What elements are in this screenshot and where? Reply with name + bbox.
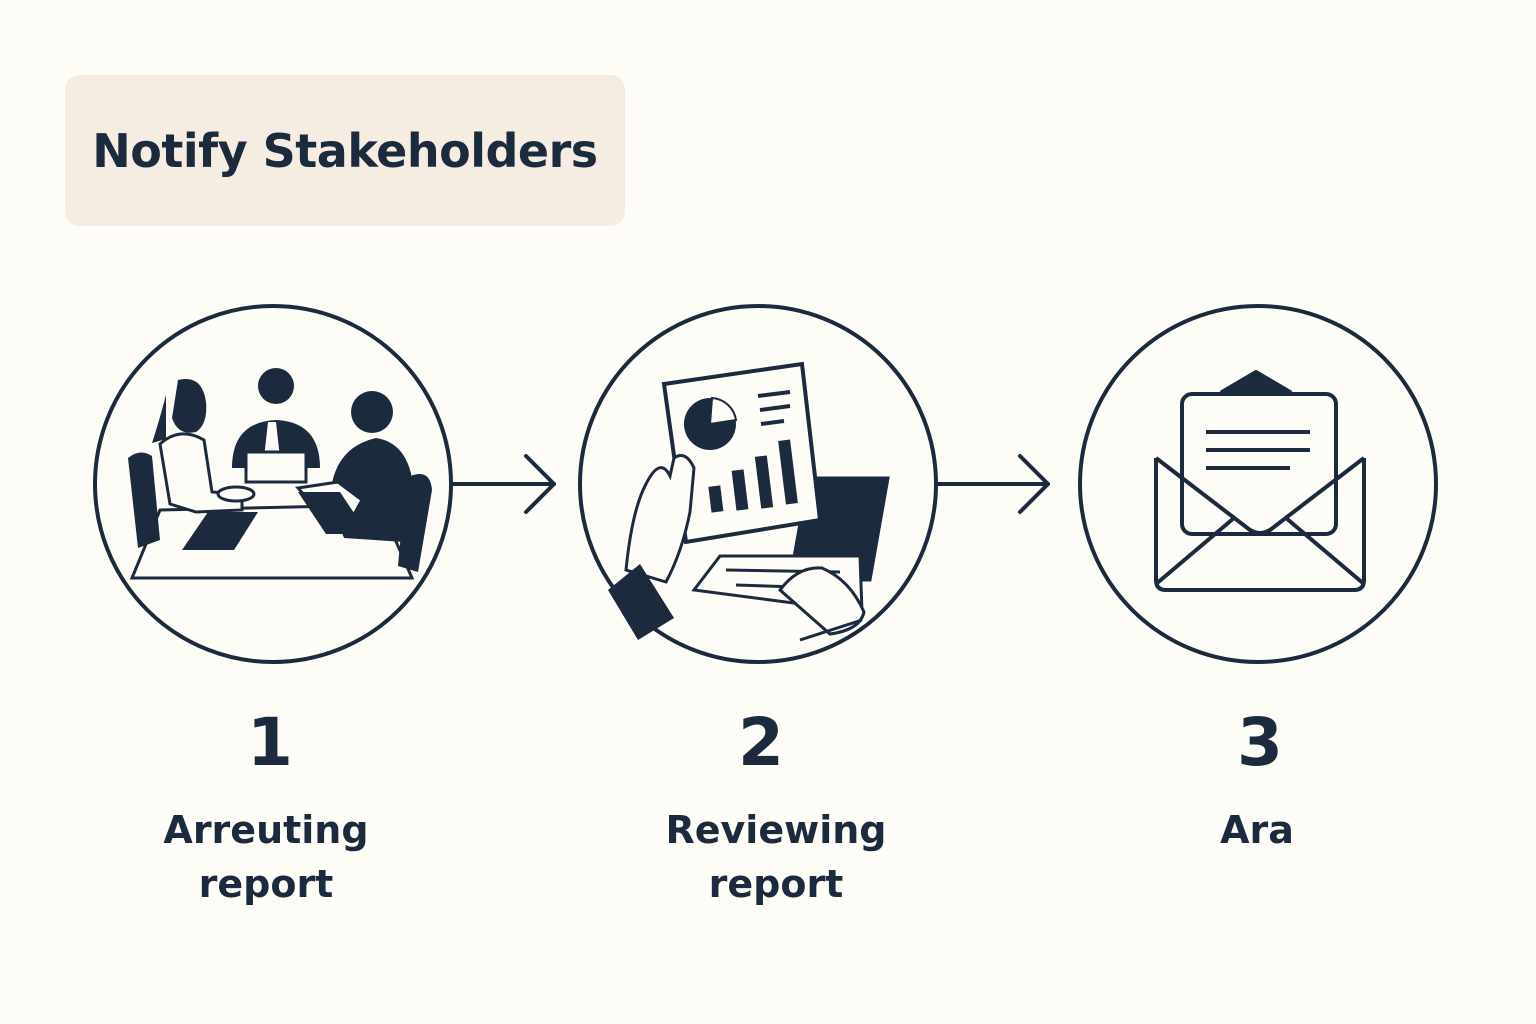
step-3-label: Ara xyxy=(1107,803,1407,857)
step-3-label-line-1: Ara xyxy=(1220,808,1294,852)
step-3-number: 3 xyxy=(1237,704,1283,781)
step-1-label: Arreuting report xyxy=(116,803,416,911)
step-2-number: 2 xyxy=(738,704,784,781)
title-banner: Notify Stakeholders xyxy=(65,75,625,226)
step-1-label-line-2: report xyxy=(198,862,334,906)
step-2-label-line-1: Reviewing xyxy=(665,808,887,852)
step-2-label: Reviewing report xyxy=(626,803,926,911)
step-1-number: 1 xyxy=(247,704,293,781)
page-title: Notify Stakeholders xyxy=(92,123,598,178)
arrow-2-to-3 xyxy=(935,454,1050,514)
step-3-circle xyxy=(1078,304,1438,664)
team-meeting-icon xyxy=(128,368,432,580)
envelope-icon xyxy=(1154,370,1366,592)
report-review-icon xyxy=(608,361,890,642)
step-2-label-line-2: report xyxy=(708,862,844,906)
step-1-label-line-1: Arreuting xyxy=(163,808,369,852)
arrow-1-to-2 xyxy=(450,454,556,514)
